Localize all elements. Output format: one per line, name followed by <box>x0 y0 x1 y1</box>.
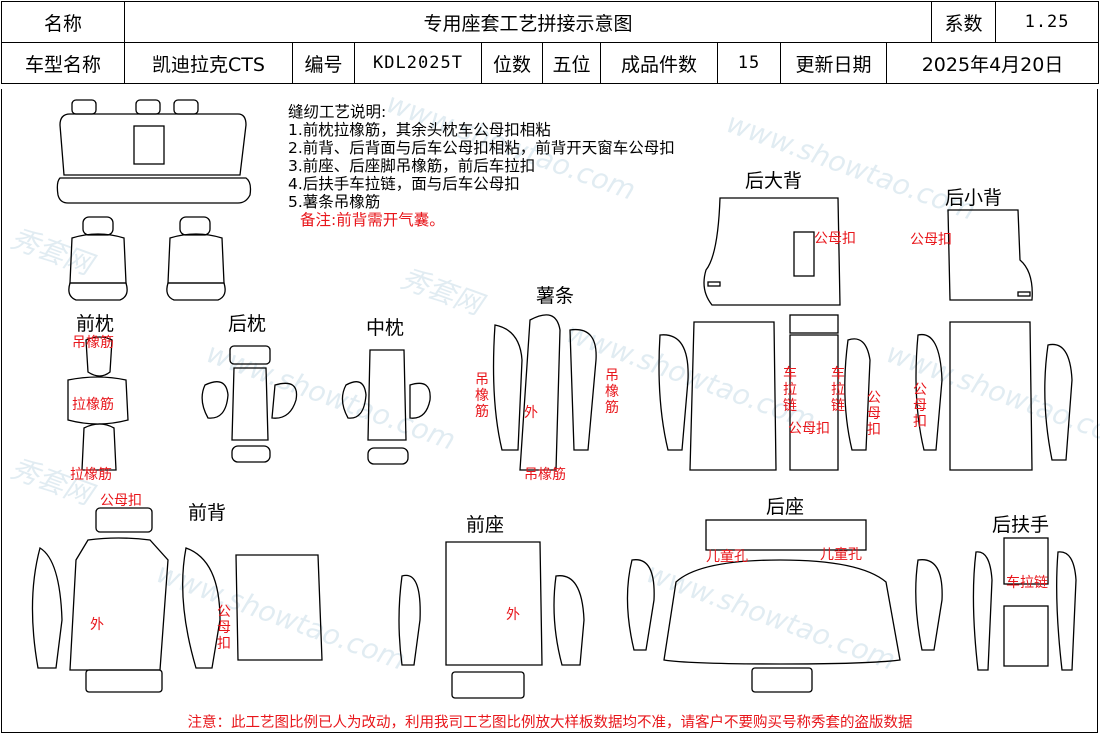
seats-label: 位数 <box>481 42 543 84</box>
front-seat-pieces <box>398 541 585 699</box>
notes-remark: 备注:前背需开气囊。 <box>300 211 445 229</box>
rear-pillow-pieces <box>201 345 298 463</box>
code-value: KDL2025T <box>354 42 482 84</box>
section-rear-armrest: 后扶手 <box>992 514 1050 536</box>
note-item: 3.前座、后座脚吊橡筋，前后车拉扣 <box>288 157 536 175</box>
drawing-frame <box>1 89 1098 733</box>
coef-value: 1.25 <box>995 1 1100 43</box>
sewing-notes: 缝纫工艺说明: 1.前枕拉橡筋，其余头枕车公母扣相粘 2.前背、后背面与后车公母… <box>288 103 675 229</box>
note-item: 1.前枕拉橡筋，其余头枕车公母扣相粘 <box>288 121 551 139</box>
pieces-label: 成品件数 <box>600 42 718 84</box>
annotation-snap-vertical: 公母扣 <box>867 390 881 438</box>
rear-small-back-pieces <box>915 209 1073 471</box>
front-back-pieces <box>31 507 323 693</box>
annotation-child-hole: 儿童孔 <box>820 547 862 563</box>
section-mid-pillow: 中枕 <box>366 317 405 339</box>
mid-pillow-pieces <box>341 349 431 465</box>
section-rear-pillow: 后枕 <box>228 313 267 335</box>
annotation-snap-vertical: 公母扣 <box>217 604 231 652</box>
annotation-child-hole: 儿童孔 <box>706 549 748 565</box>
annotation-zipper-vertical: 车拉链 <box>831 366 845 414</box>
annotation-pull-elastic: 拉橡筋 <box>72 397 114 413</box>
rear-seat-pieces <box>626 519 943 693</box>
pieces-value: 15 <box>717 42 781 84</box>
note-item: 5.薯条吊橡筋 <box>288 193 381 211</box>
page-title: 专用座套工艺拼接示意图 <box>123 1 933 43</box>
front-pillow-pieces <box>67 336 129 471</box>
rear-armrest-pieces <box>972 537 1077 671</box>
annotation-snap: 公母扣 <box>100 493 142 509</box>
annotation-pull-elastic: 拉橡筋 <box>70 467 112 483</box>
rear-big-back-pieces <box>658 197 871 471</box>
section-front-back: 前背 <box>188 502 227 524</box>
section-rear-small-back: 后小背 <box>945 187 1003 209</box>
annotation-hang-elastic: 吊橡筋 <box>524 467 566 483</box>
strip-pieces <box>492 314 597 471</box>
date-label: 更新日期 <box>780 42 887 84</box>
annotation-hang-elastic-vertical: 吊橡筋 <box>605 368 619 416</box>
section-rear-seat: 后座 <box>766 496 805 518</box>
date-value: 2025年4月20日 <box>885 42 1100 84</box>
section-strips: 薯条 <box>536 285 575 307</box>
annotation-outer: 外 <box>524 405 538 421</box>
annotation-snap: 公母扣 <box>814 231 856 247</box>
annotation-outer: 外 <box>506 607 520 623</box>
annotation-hang-elastic-vertical: 吊橡筋 <box>475 372 489 420</box>
annotation-outer: 外 <box>90 617 104 633</box>
annotation-snap-vertical: 公母扣 <box>913 382 927 430</box>
section-front-pillow: 前枕 <box>76 313 115 335</box>
footer-notice: 注意：此工艺图比例已人为改动，利用我司工艺图比例放大样板数据均不准，请客户不要购… <box>187 715 913 731</box>
rear-bench-illustration <box>56 99 252 204</box>
front-seat-illustration <box>68 216 226 301</box>
header-table: 名称 专用座套工艺拼接示意图 系数 1.25 车型名称 凯迪拉克CTS 编号 K… <box>1 1 1100 84</box>
annotation-zipper: 车拉链 <box>1006 575 1048 591</box>
section-front-seat: 前座 <box>466 514 505 536</box>
seats-value: 五位 <box>542 42 601 84</box>
note-item: 2.前背、后背面与后车公母扣相粘，前背开天窗车公母扣 <box>288 139 675 157</box>
code-label: 编号 <box>292 42 355 84</box>
note-item: 4.后扶手车拉链，面与后车公母扣 <box>288 175 520 193</box>
section-rear-big-back: 后大背 <box>745 170 803 192</box>
annotation-snap: 公母扣 <box>788 421 830 437</box>
annotation-hang-elastic: 吊橡筋 <box>72 335 114 351</box>
name-label: 名称 <box>1 1 125 43</box>
annotation-snap: 公母扣 <box>910 232 952 248</box>
annotation-zipper-vertical: 车拉链 <box>783 366 797 414</box>
notes-heading: 缝纫工艺说明: <box>288 103 387 121</box>
